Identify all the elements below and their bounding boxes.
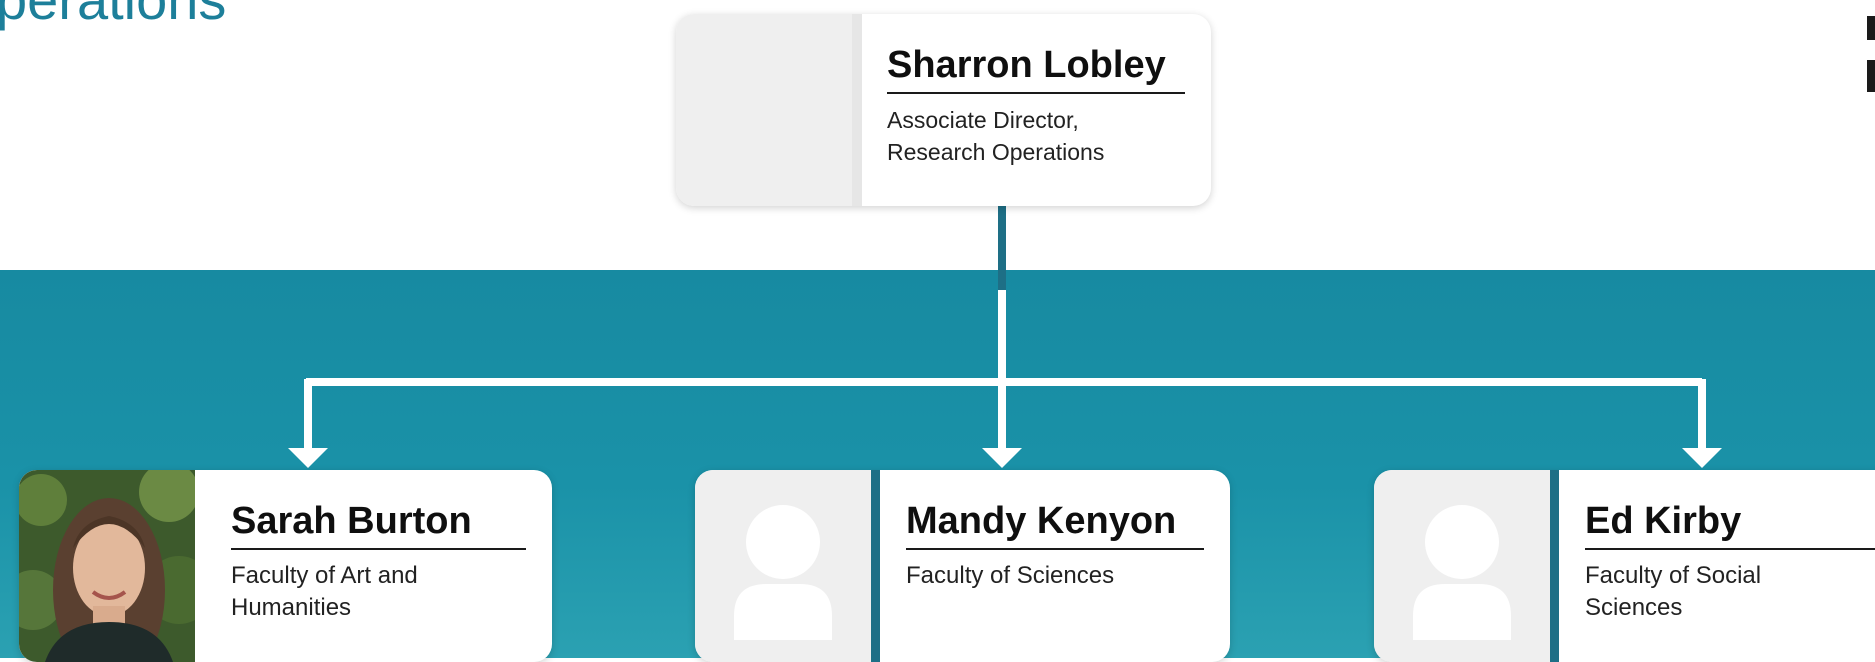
manager-photo-placeholder xyxy=(676,14,852,206)
arrow-down-icon-right xyxy=(1682,448,1722,468)
portrait-photo xyxy=(19,470,213,662)
manager-role: Associate Director, Research Operations xyxy=(887,107,1105,165)
report-role: Faculty of Sciences xyxy=(906,562,1115,589)
person-placeholder-icon xyxy=(734,505,832,640)
report-card[interactable]: Sarah Burton Faculty of Art and Humaniti… xyxy=(19,470,552,662)
card-divider xyxy=(852,14,862,206)
person-placeholder-panel xyxy=(695,470,871,662)
person-placeholder-panel xyxy=(1374,470,1550,662)
card-body: Sarah Burton Faculty of Art and Humaniti… xyxy=(231,500,526,624)
report-role: Faculty of Art and Humanities xyxy=(231,562,418,621)
manager-name: Sharron Lobley xyxy=(887,44,1185,94)
card-divider xyxy=(195,470,204,662)
card-divider xyxy=(871,470,880,662)
edge-mark xyxy=(1867,60,1875,92)
report-role: Faculty of Social Sciences xyxy=(1585,562,1762,621)
edge-marks xyxy=(1867,16,1875,112)
report-name: Sarah Burton xyxy=(231,500,526,550)
report-name: Ed Kirby xyxy=(1585,500,1875,550)
edge-mark xyxy=(1867,16,1875,40)
arrow-down-icon-left xyxy=(288,448,328,468)
card-body: Ed Kirby Faculty of Social Sciences xyxy=(1585,500,1875,624)
card-body: Mandy Kenyon Faculty of Sciences xyxy=(906,500,1204,592)
arrow-down-icon-center xyxy=(982,448,1022,468)
card-divider xyxy=(1550,470,1559,662)
report-name: Mandy Kenyon xyxy=(906,500,1204,550)
card-body: Sharron Lobley Associate Director, Resea… xyxy=(887,44,1185,168)
person-placeholder-icon xyxy=(1413,505,1511,640)
page-heading: perations xyxy=(0,0,226,33)
manager-card[interactable]: Sharron Lobley Associate Director, Resea… xyxy=(676,14,1211,206)
report-card[interactable]: Ed Kirby Faculty of Social Sciences xyxy=(1374,470,1875,662)
report-card[interactable]: Mandy Kenyon Faculty of Sciences xyxy=(695,470,1230,662)
